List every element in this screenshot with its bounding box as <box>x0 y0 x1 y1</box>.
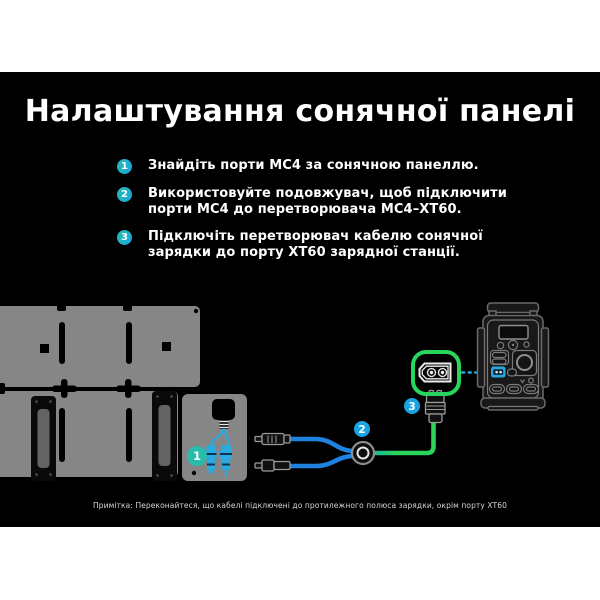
junction-box <box>212 399 235 429</box>
content-board: Налаштування сонячної панелі 1 Знайдіть … <box>0 72 600 527</box>
step-3-marker-label: 3 <box>408 401 415 413</box>
step-2-marker: 2 <box>354 421 370 437</box>
mc4-ports-icon <box>205 428 232 477</box>
xt60-port-callout <box>411 350 461 396</box>
steps-list: 1 Знайдіть порти MC4 за сонячною панеллю… <box>117 158 517 272</box>
mc4-connector-icon-top <box>254 432 291 446</box>
step-item-3: 3 Підключіть перетворювач кабелю сонячно… <box>117 229 517 260</box>
station-ac-outlet <box>516 354 533 371</box>
step-1-marker: 1 <box>187 446 207 466</box>
power-station <box>476 302 550 411</box>
step-1-badge: 1 <box>117 159 132 174</box>
step-item-2: 2 Використовуйте подовжувач, щоб підключ… <box>117 186 517 217</box>
step-1-text: Знайдіть порти MC4 за сонячною панеллю. <box>148 158 479 173</box>
xt60-port-icon <box>418 362 452 383</box>
cable-hub <box>350 440 376 466</box>
step-3-text: Підключіть перетворювач кабелю сонячної … <box>148 229 483 260</box>
kickstand-leg-right <box>152 391 177 481</box>
step-2-badge: 2 <box>117 187 132 202</box>
step-2-text: Використовуйте подовжувач, щоб підключит… <box>148 186 508 217</box>
step-2-marker-label: 2 <box>358 424 365 436</box>
station-xt60-port-highlight <box>491 366 506 378</box>
kickstand-leg-left <box>31 396 56 481</box>
page-title: Налаштування сонячної панелі <box>24 94 576 129</box>
footnote: Примітка: Переконайтеся, що кабелі підкл… <box>93 501 507 510</box>
step-3-badge: 3 <box>117 230 132 245</box>
mc4-extension-cables <box>254 432 355 472</box>
mc4-connector-icon-bottom <box>254 459 291 472</box>
setup-diagram: 1 <box>0 302 550 481</box>
station-screen <box>498 324 529 340</box>
step-item-1: 1 Знайдіть порти MC4 за сонячною панеллю… <box>117 158 517 174</box>
station-handle <box>486 302 540 314</box>
step-3-marker: 3 <box>404 398 420 414</box>
step-1-marker-label: 1 <box>193 449 201 463</box>
solar-charge-cable <box>360 420 436 456</box>
